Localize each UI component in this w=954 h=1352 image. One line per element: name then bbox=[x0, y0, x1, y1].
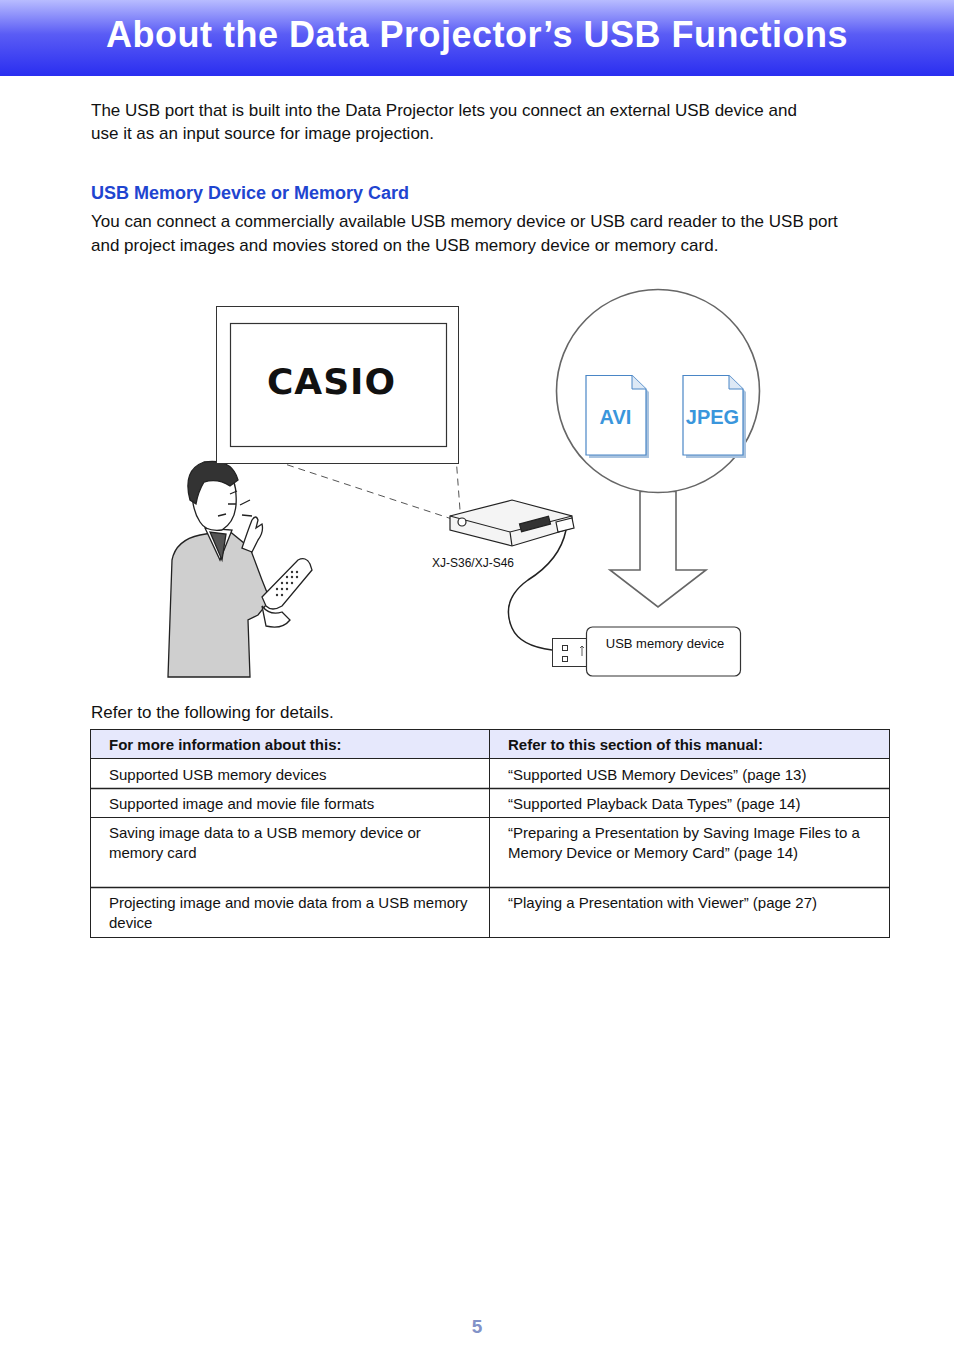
section-heading: USB Memory Device or Memory Card bbox=[91, 182, 409, 205]
node-container: CASIO bbox=[210, 361, 453, 403]
bubble-outline bbox=[557, 290, 760, 493]
presenter-figure bbox=[168, 461, 312, 677]
node-text: JPEG bbox=[682, 405, 743, 429]
node-container: USB memory device bbox=[592, 636, 738, 652]
table-cell: Supported USB memory devices bbox=[109, 765, 474, 785]
node-text: CASIO bbox=[210, 361, 453, 403]
usb-cable bbox=[508, 530, 566, 650]
usb-pin bbox=[563, 646, 568, 651]
usb-body bbox=[587, 627, 741, 676]
model-label: XJ-S36/XJ-S46 bbox=[432, 555, 514, 571]
usb-plug bbox=[553, 639, 587, 667]
file-icon: JPEG bbox=[682, 375, 749, 461]
usb-symbol bbox=[580, 646, 584, 656]
projector bbox=[450, 500, 574, 546]
projection-screen: CASIO bbox=[216, 306, 459, 464]
node-text: USB memory device bbox=[592, 636, 738, 652]
file-icon: AVI bbox=[585, 375, 652, 461]
table-cell: Saving image data to a USB memory device… bbox=[109, 823, 474, 863]
table-header: Refer to this section of this manual: bbox=[508, 735, 878, 755]
intro-paragraph: The USB port that is built into the Data… bbox=[91, 99, 803, 145]
usb-pin bbox=[563, 657, 568, 662]
page-number: 5 bbox=[460, 1314, 494, 1339]
block-arrow bbox=[610, 491, 706, 607]
table-grid bbox=[90, 729, 890, 938]
node-text: AVI bbox=[585, 405, 646, 429]
table-cell: Projecting image and movie data from a U… bbox=[109, 893, 474, 933]
node-container: AVI bbox=[585, 405, 646, 429]
table-cell: Supported image and movie file formats bbox=[109, 794, 474, 814]
usb-memory-device: USB memory device bbox=[552, 626, 742, 677]
content-bubble: AVI JPEG bbox=[555, 288, 761, 494]
table-intro: Refer to the following for details. bbox=[91, 702, 334, 724]
table-cell: “Supported Playback Data Types” (page 14… bbox=[508, 794, 878, 814]
file-fold bbox=[632, 376, 646, 390]
file-outline bbox=[586, 376, 646, 456]
file-outline bbox=[683, 376, 743, 456]
table-cell: “Supported USB Memory Devices” (page 13) bbox=[508, 765, 878, 785]
node-container: JPEG bbox=[682, 405, 743, 429]
body-paragraph: You can connect a commercially available… bbox=[91, 210, 849, 258]
table-cell: “Playing a Presentation with Viewer” (pa… bbox=[508, 893, 878, 913]
table-header: For more information about this: bbox=[109, 735, 474, 755]
node-outline bbox=[552, 626, 742, 677]
page-title: About the Data Projector’s USB Functions bbox=[0, 14, 954, 56]
file-fold bbox=[729, 376, 743, 390]
projection-lines bbox=[230, 323, 460, 520]
table-cell: “Preparing a Presentation by Saving Imag… bbox=[508, 823, 878, 863]
